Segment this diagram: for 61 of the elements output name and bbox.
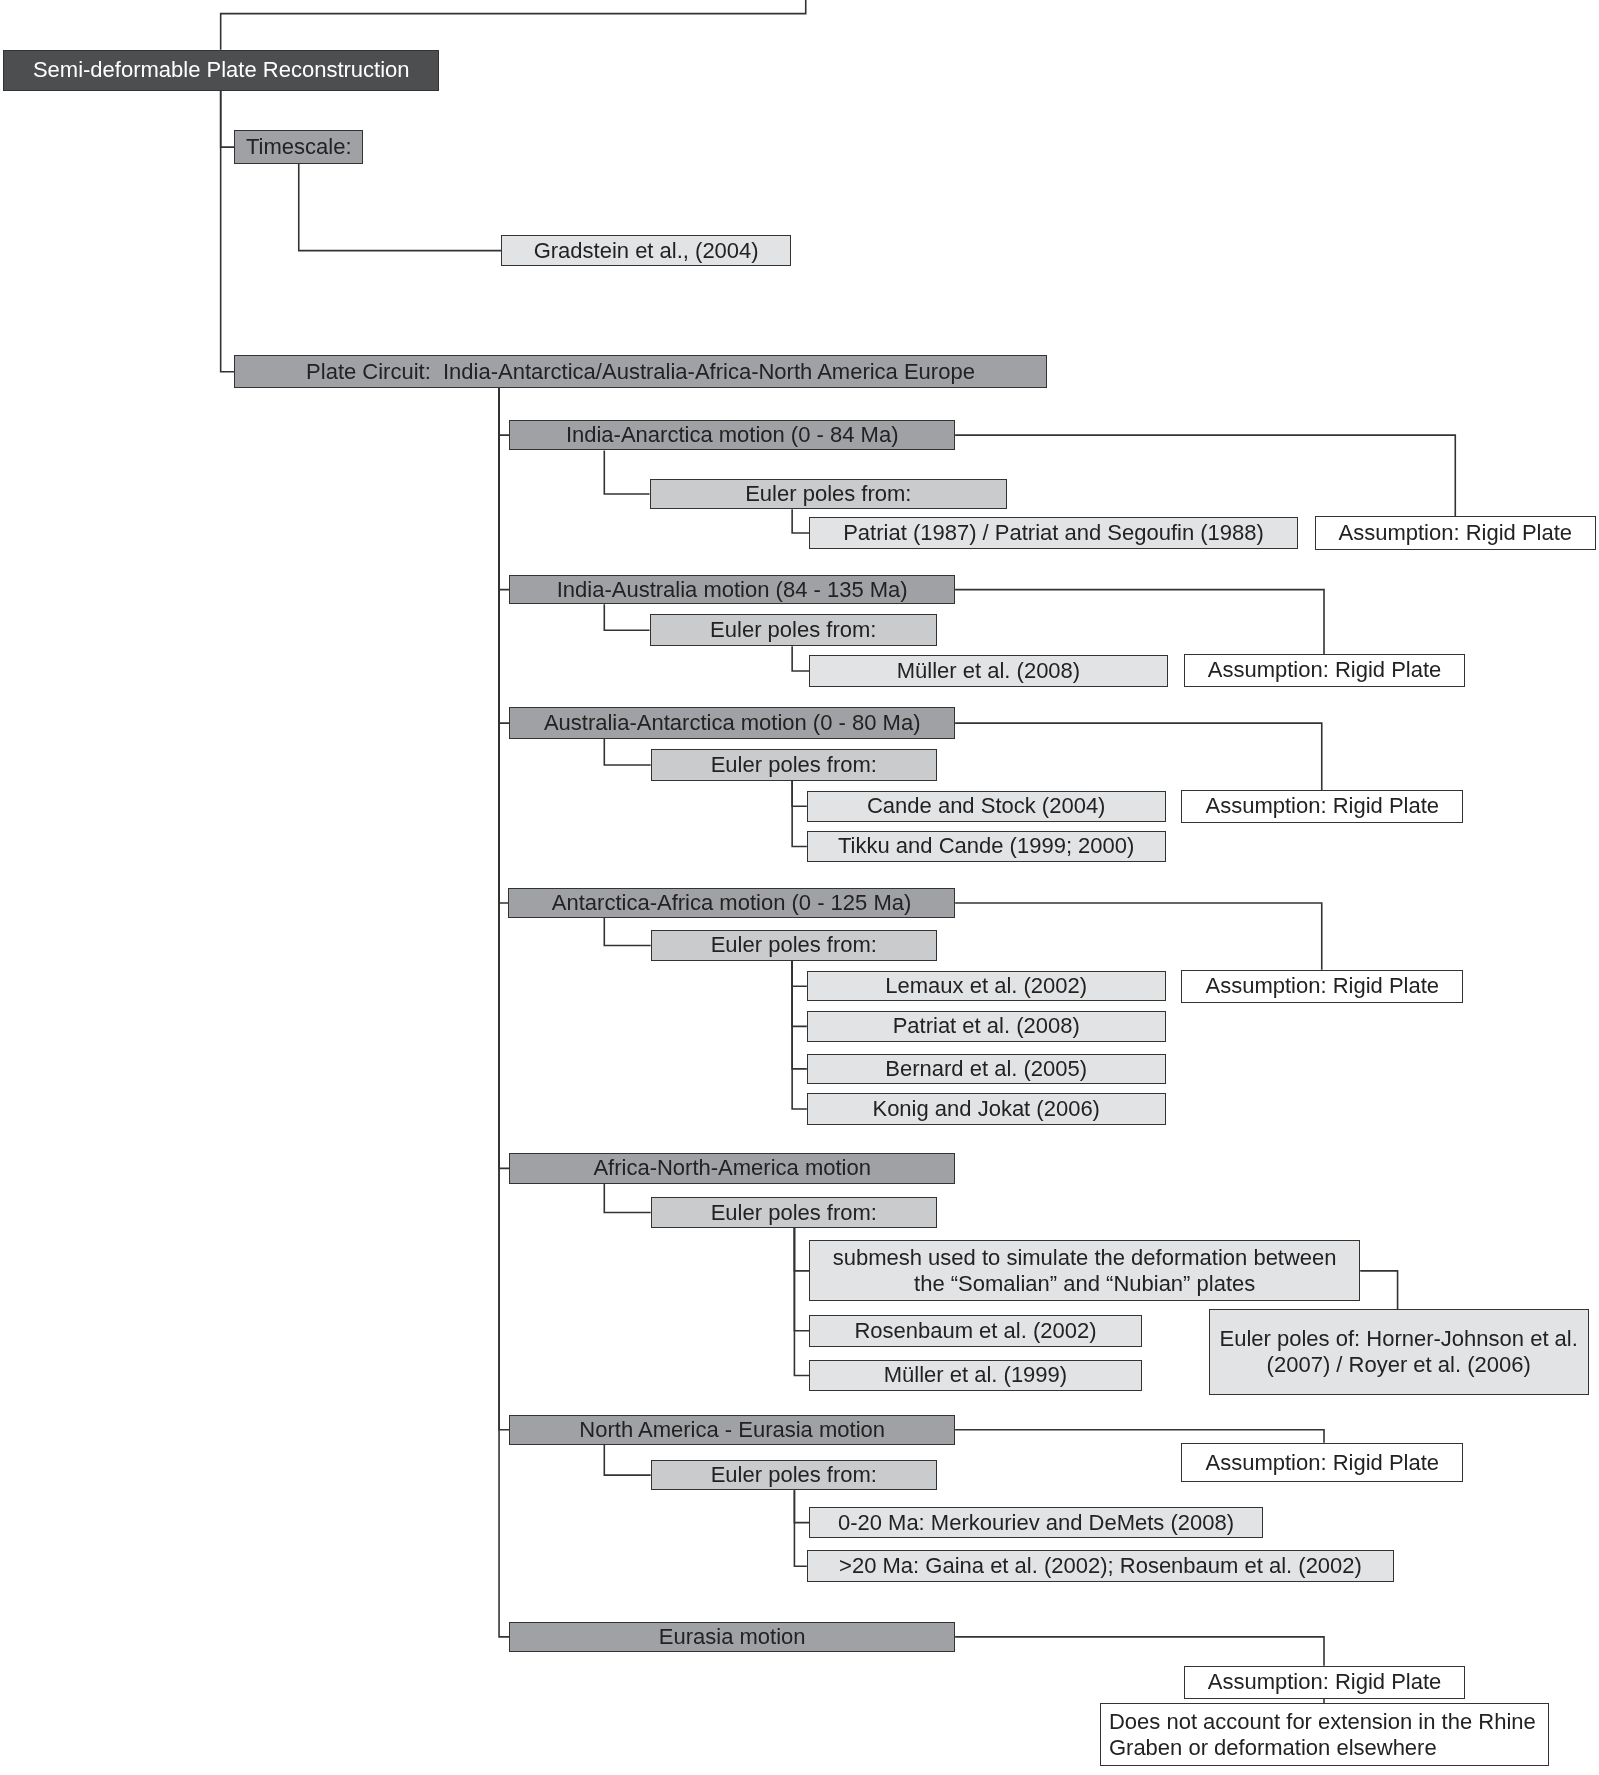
connector-line (793, 1489, 808, 1567)
assumption-box: Assumption: Rigid Plate (1314, 516, 1596, 550)
category-box: India-Anarctica motion (0 - 84 Ma) (509, 419, 956, 451)
category-box: Timescale: (234, 130, 364, 165)
assumption-box: Does not account for extension in the Rhine Graben or deformation elsewhere (1099, 1703, 1550, 1767)
connector-line (791, 959, 808, 1110)
assumption-box: Assumption: Rigid Plate (1181, 1442, 1464, 1483)
heading-box: Euler poles from: (650, 749, 937, 781)
connector-line (603, 603, 651, 632)
connector-line (954, 588, 1325, 655)
connector-line (1359, 1270, 1399, 1311)
source-box: Cande and Stock (2004) (806, 791, 1166, 822)
assumption-box: Assumption: Rigid Plate (1183, 654, 1466, 687)
source-box: Gradstein et al., (2004) (501, 235, 791, 266)
source-box: Rosenbaum et al. (2002) (809, 1314, 1142, 1347)
connector-line (954, 722, 1323, 791)
connector-line (954, 434, 1457, 517)
connector-line (1323, 1697, 1325, 1704)
connector-line (219, 0, 807, 51)
category-box: Africa-North-America motion (509, 1153, 956, 1184)
connector-line (603, 1444, 652, 1476)
assumption-box: Assumption: Rigid Plate (1181, 969, 1464, 1003)
connector-line (791, 508, 810, 534)
heading-box: Euler poles from: (650, 930, 937, 961)
source-box: Tikku and Cande (1999; 2000) (806, 830, 1166, 863)
heading-box: Euler poles from: (649, 614, 937, 647)
connector-line (954, 1429, 1325, 1444)
category-box: Eurasia motion (509, 1621, 956, 1653)
source-box: Lemaux et al. (2002) (806, 970, 1166, 1002)
connector-line (603, 916, 652, 947)
source-box: submesh used to simulate the deformation between the “Somalian” and “Nubian” plates (809, 1240, 1361, 1302)
heading-box: Euler poles from: (650, 1197, 937, 1228)
connector-line (603, 449, 651, 495)
source-box: Patriat et al. (2008) (806, 1010, 1166, 1043)
category-box: North America - Eurasia motion (509, 1414, 956, 1446)
connector-line (603, 738, 652, 766)
heading-box: Euler poles from: (650, 1459, 937, 1491)
source-box: Bernard et al. (2005) (806, 1053, 1166, 1085)
source-box: 0-20 Ma: Merkouriev and DeMets (2008) (809, 1507, 1263, 1538)
assumption-box: Assumption: Rigid Plate (1181, 789, 1464, 823)
connector-line (219, 89, 236, 373)
category-box: Plate Circuit: India-Antarctica/Australia-Africa-North America Europe (234, 355, 1047, 389)
connector-line (791, 780, 808, 848)
connector-line (297, 163, 503, 252)
source-box: Müller et al. (2008) (809, 655, 1168, 687)
connector-line (793, 1227, 810, 1377)
category-box: Antarctica-Africa motion (0 - 125 Ma) (508, 888, 956, 918)
source-box: Konig and Jokat (2006) (806, 1093, 1166, 1125)
connector-line (791, 645, 810, 672)
source-box: >20 Ma: Gaina et al. (2002); Rosenbaum et al. (2002) (806, 1550, 1395, 1582)
heading-box: Euler poles from: (649, 478, 1008, 510)
category-box: Australia-Antarctica motion (0 - 80 Ma) (509, 707, 956, 739)
connector-line (954, 902, 1323, 971)
connector-line (603, 1182, 652, 1214)
source-box: Patriat (1987) / Patriat and Segoufin (1988) (809, 517, 1298, 549)
connector-line (954, 1636, 1325, 1667)
category-box: India-Australia motion (84 - 135 Ma) (509, 574, 956, 605)
assumption-box: Assumption: Rigid Plate (1183, 1665, 1466, 1699)
source-box: Müller et al. (1999) (809, 1360, 1142, 1391)
root-box: Semi-deformable Plate Reconstruction (3, 49, 440, 91)
source-box: Euler poles of: Horner-Johnson et al. (2007) / Royer et al. (2006) (1208, 1309, 1589, 1396)
